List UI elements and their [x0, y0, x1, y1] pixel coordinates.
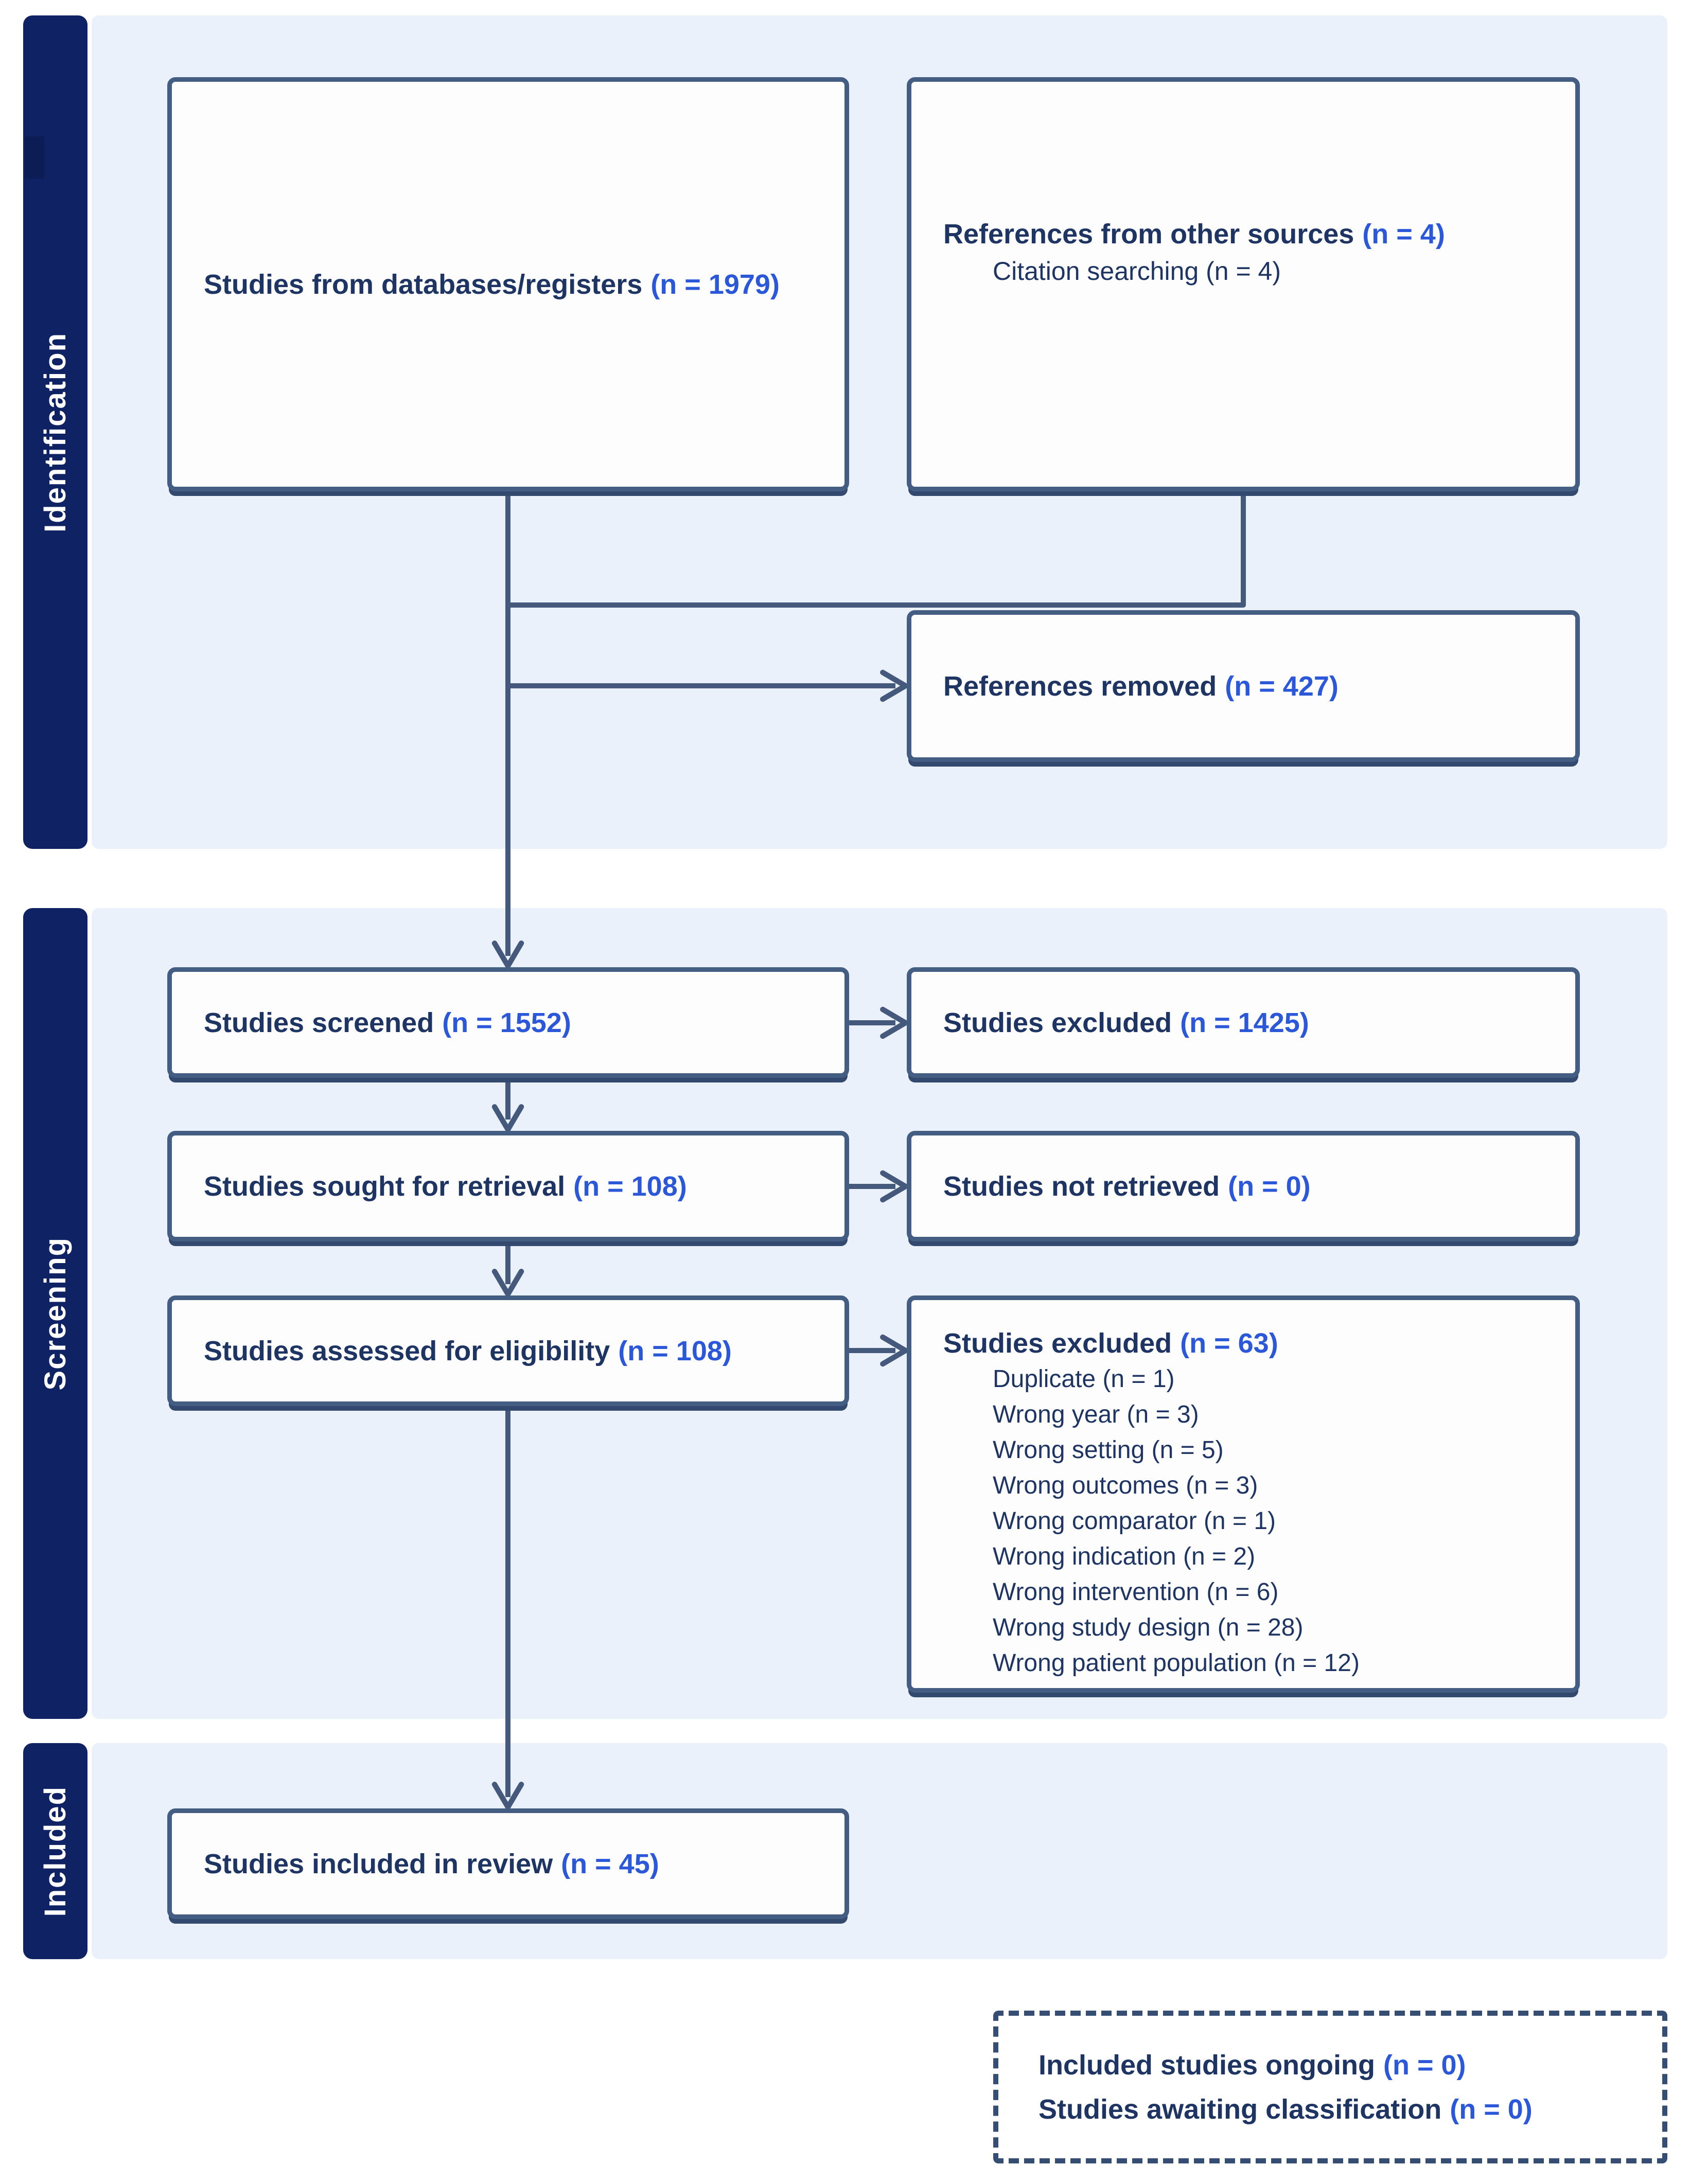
box-ongoing-awaiting-classification: Included studies ongoing(n = 0) Studies … [993, 2011, 1667, 2163]
box-count-text: (n = 108) [618, 1335, 732, 1366]
box-count-text: (n = 0) [1383, 2049, 1466, 2081]
box-text: Studies sought for retrieval(n = 108) [204, 1168, 829, 1205]
box-studies-not-retrieved: Studies not retrieved(n = 0) [907, 1131, 1580, 1241]
box-count-text: (n = 4) [1362, 219, 1445, 250]
sidebar-stage-included: Included [23, 1743, 87, 1959]
box-studies-excluded-screening: Studies excluded (n = 1425) [907, 967, 1580, 1078]
box-label-text: Included studies ongoing [1038, 2049, 1375, 2081]
box-sub-item: Wrong study design (n = 28) [993, 1614, 1304, 1641]
box-sub-item: Duplicate (n = 1) [993, 1365, 1175, 1393]
box-studies-assessed-eligibility: Studies assessed for eligibility (n = 108… [167, 1295, 849, 1406]
box-studies-excluded-eligibility: Studies excluded (n = 63) Duplicate (n = … [907, 1295, 1580, 1693]
box-label-text: Studies assessed for eligibility [204, 1335, 610, 1366]
box-references-removed: References removed(n = 427) [907, 610, 1580, 762]
box-label-text: Studies not retrieved [943, 1170, 1220, 1202]
box-count-text: (n = 108) [573, 1170, 687, 1202]
box-label-text: Studies awaiting classification [1038, 2093, 1442, 2125]
sidebar-bar-highlight [25, 136, 44, 179]
box-count-text: (n = 427) [1225, 670, 1339, 702]
box-sub-item: Wrong year (n = 3) [993, 1401, 1199, 1428]
box-studies-included-review: Studies included in review (n = 45) [167, 1808, 849, 1919]
box-sub-item: Citation searching (n = 4) [993, 257, 1281, 286]
box-label-text: References from other sources [943, 219, 1354, 250]
box-text: Studies from databases/registers(n = 197… [204, 266, 829, 303]
box-text: Studies excluded (n = 63) [943, 1326, 1560, 1361]
box-count-text: (n = 1979) [650, 269, 780, 300]
box-text: Included studies ongoing(n = 0) [1038, 2043, 1662, 2087]
box-sub-item: Wrong outcomes (n = 3) [993, 1472, 1258, 1499]
box-label-text: References removed [943, 670, 1217, 702]
box-text: Studies excluded (n = 1425) [943, 1004, 1560, 1041]
box-sub-item: Wrong comparator (n = 1) [993, 1507, 1276, 1535]
box-label-text: Studies included in review [204, 1848, 553, 1879]
box-text: Studies awaiting classification(n = 0) [1038, 2087, 1662, 2132]
sidebar-stage-label: Screening [39, 1236, 72, 1391]
box-count-text: (n = 45) [561, 1848, 659, 1879]
box-sub-item: Wrong intervention (n = 6) [993, 1578, 1279, 1606]
box-label-text: Studies sought for retrieval [204, 1170, 566, 1202]
box-count-text: (n = 1425) [1180, 1007, 1309, 1038]
box-text: Studies included in review (n = 45) [204, 1845, 829, 1883]
box-count-text: (n = 1552) [442, 1007, 571, 1038]
box-text: Studies screened (n = 1552) [204, 1004, 829, 1041]
box-count-text: (n = 0) [1228, 1170, 1311, 1202]
box-studies-from-databases: Studies from databases/registers(n = 197… [167, 77, 849, 491]
box-text: References from other sources (n = 4) [943, 216, 1560, 253]
box-count-text: (n = 63) [1180, 1328, 1278, 1359]
sidebar-stage-screening: Screening [23, 908, 87, 1719]
box-references-other-sources: References from other sources (n = 4) Cit… [907, 77, 1580, 491]
box-label-text: Studies excluded [943, 1328, 1172, 1359]
box-label-text: Studies screened [204, 1007, 434, 1038]
box-sub-item: Wrong setting (n = 5) [993, 1436, 1224, 1464]
box-count-text: (n = 0) [1450, 2093, 1533, 2125]
box-label-text: Studies from databases/registers [204, 269, 643, 300]
box-text: References removed(n = 427) [943, 668, 1560, 705]
box-studies-screened: Studies screened (n = 1552) [167, 967, 849, 1078]
sidebar-stage-label: Included [39, 1785, 72, 1917]
box-text: Studies not retrieved(n = 0) [943, 1168, 1560, 1205]
box-sub-item: Wrong indication (n = 2) [993, 1543, 1256, 1570]
box-text: Studies assessed for eligibility (n = 108… [204, 1333, 829, 1370]
box-label-text: Studies excluded [943, 1007, 1172, 1038]
box-sub-item: Wrong patient population (n = 12) [993, 1649, 1360, 1677]
box-studies-sought-retrieval: Studies sought for retrieval(n = 108) [167, 1131, 849, 1241]
sidebar-stage-label: Identification [39, 332, 72, 532]
